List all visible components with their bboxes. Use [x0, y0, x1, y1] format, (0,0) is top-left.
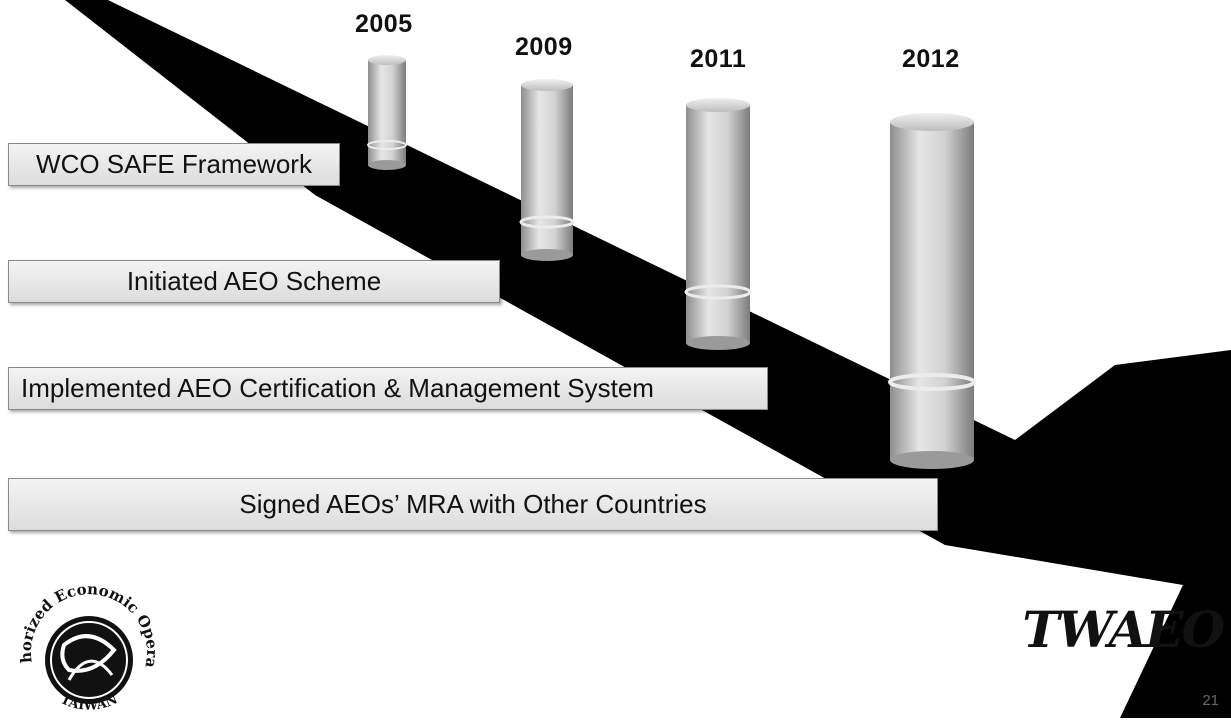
pillar-2012 [888, 113, 976, 469]
milestone-initiated-aeo: Initiated AEO Scheme [8, 260, 500, 303]
svg-text:TAIWAN: TAIWAN [58, 692, 120, 714]
year-2012: 2012 [902, 45, 960, 73]
year-2005: 2005 [355, 10, 413, 38]
milestone-implemented-aeo: Implemented AEO Certification & Manageme… [8, 367, 768, 410]
milestone-signed-mra: Signed AEOs’ MRA with Other Countries [8, 478, 938, 531]
pillar-2011 [684, 98, 752, 350]
page-number: 21 [1202, 692, 1219, 709]
milestone-wco-safe: WCO SAFE Framework [8, 143, 340, 186]
year-2009: 2009 [515, 33, 573, 61]
pillar-2005 [367, 55, 407, 170]
seal-text-bottom: TAIWAN [58, 692, 120, 714]
pillar-2009 [519, 79, 575, 261]
year-2011: 2011 [690, 45, 747, 73]
twaeo-logo: TWAEO [1022, 600, 1225, 659]
aeo-seal-logo: Authorized Economic Operator TAIWAN [14, 575, 161, 714]
timeline-arrow [65, 0, 1231, 718]
